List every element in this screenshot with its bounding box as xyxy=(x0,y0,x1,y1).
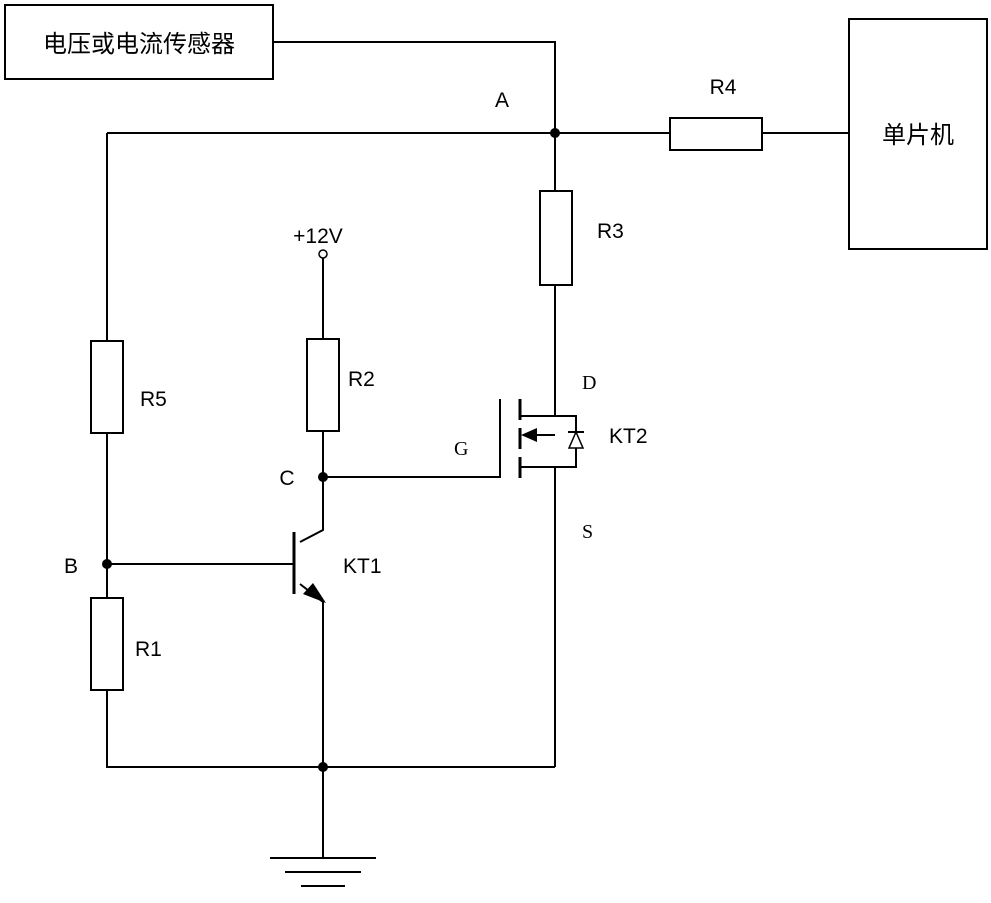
resistor-r3-label: R3 xyxy=(597,220,624,243)
kt2-body-diode-icon xyxy=(567,430,585,449)
junction-dot-ground xyxy=(318,762,328,772)
resistor-r4-label: R4 xyxy=(710,76,737,99)
mcu-block: 单片机 xyxy=(848,18,988,250)
sensor-block: 电压或电流传感器 xyxy=(4,4,274,80)
node-c-label: C xyxy=(279,467,294,490)
transistor-kt2-label: KT2 xyxy=(609,425,648,448)
resistor-r2: R2 xyxy=(306,338,375,432)
resistor-r3: R3 xyxy=(539,190,624,286)
supply-terminal xyxy=(318,249,328,259)
mosfet-source-label: S xyxy=(582,521,593,543)
mosfet-drain-label: D xyxy=(582,372,596,394)
sensor-label: 电压或电流传感器 xyxy=(43,30,235,58)
resistor-r4: R4 xyxy=(669,76,763,151)
transistor-kt1: KT1 xyxy=(292,532,382,603)
transistor-kt1-label: KT1 xyxy=(343,555,382,578)
junction-dot-a xyxy=(550,128,560,138)
resistor-r2-label: R2 xyxy=(348,368,375,391)
resistor-r5-label: R5 xyxy=(140,388,167,411)
mosfet-kt2: D G S KT2 xyxy=(454,372,648,543)
junction-dot-c xyxy=(318,472,328,482)
node-b-label: B xyxy=(64,555,78,578)
mcu-label: 单片机 xyxy=(882,121,954,149)
mosfet-gate-label: G xyxy=(454,438,468,460)
wires xyxy=(106,41,849,858)
kt1-emitter-arrow-icon xyxy=(303,583,326,603)
kt2-body-arrow-icon xyxy=(521,428,537,442)
ground-icon xyxy=(270,857,376,887)
resistor-r1: R1 xyxy=(90,597,162,691)
resistor-r5: R5 xyxy=(90,340,167,434)
junction-dot-b xyxy=(102,559,112,569)
resistor-r1-label: R1 xyxy=(135,638,162,661)
node-a-label: A xyxy=(495,89,509,112)
supply-label: +12V xyxy=(293,225,343,248)
